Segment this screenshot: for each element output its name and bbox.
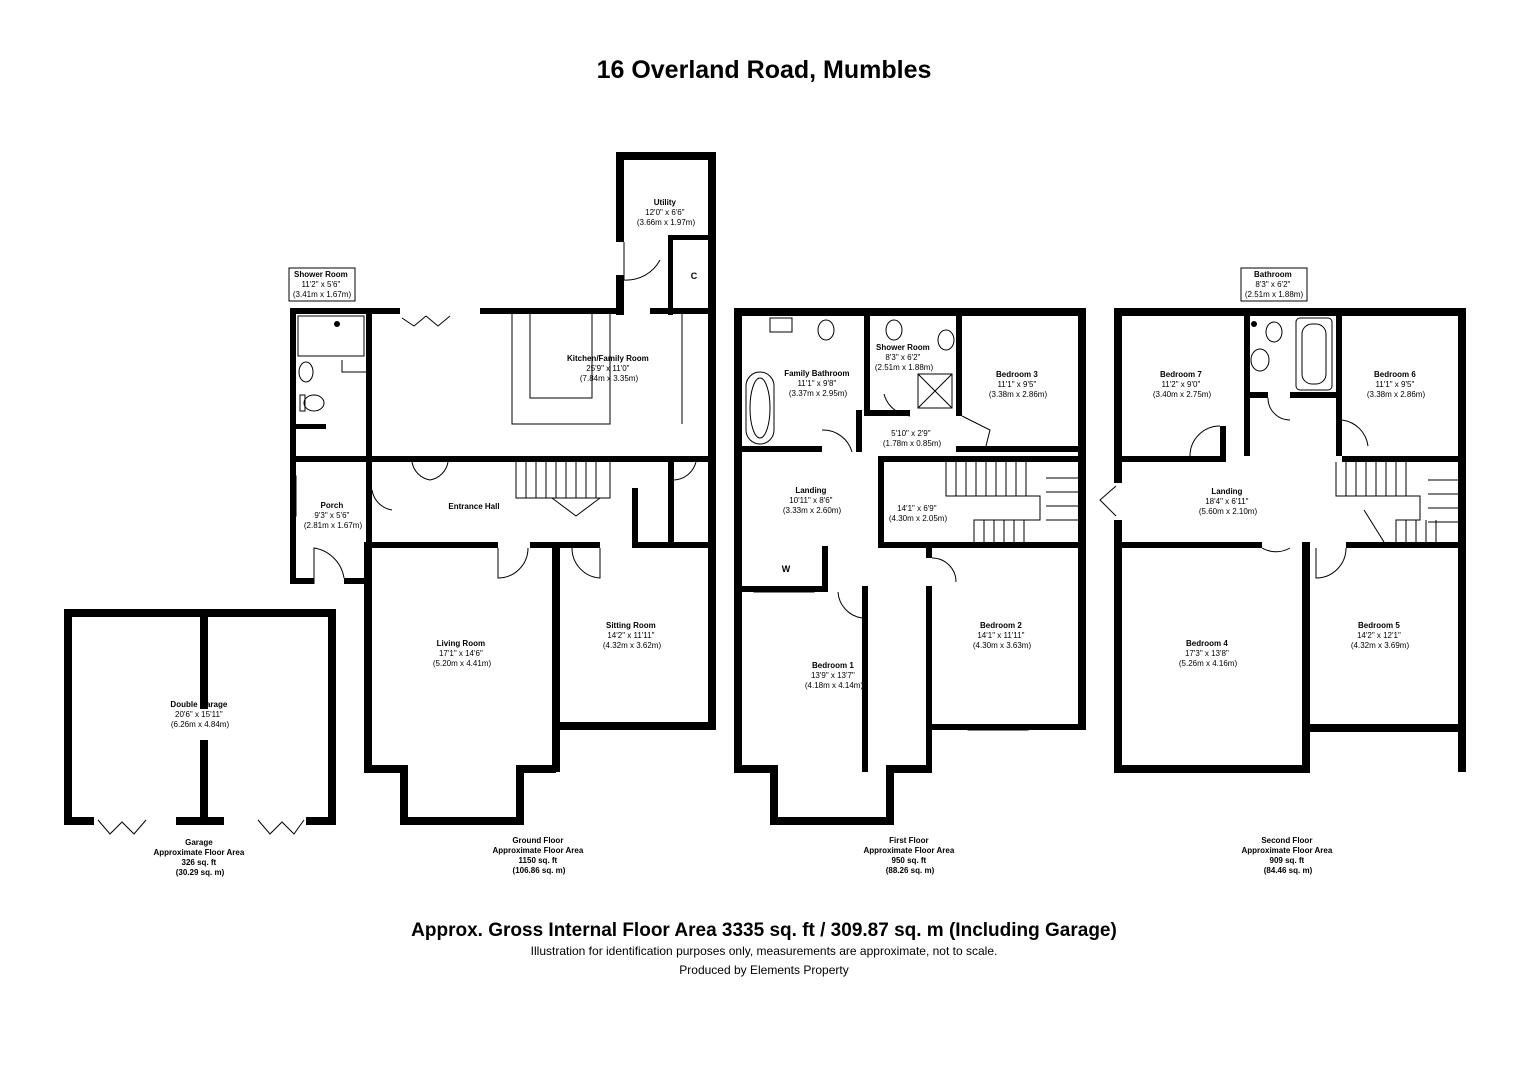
gross-area-text: Approx. Gross Internal Floor Area 3335 s… (411, 920, 1117, 941)
first-floor-walls (734, 308, 1086, 825)
room-label-w-cupboard: W (782, 564, 791, 574)
room-label-entrance-hall: Entrance Hall (448, 502, 499, 511)
room-label-kitchen: Kitchen/Family Room 25'9" x 11'0" (7.84m… (567, 354, 651, 383)
room-label-bedroom-1: Bedroom 1 13'9" x 13'7" (4.18m x 4.14m) (805, 661, 864, 690)
credit-text: Produced by Elements Property (679, 963, 849, 977)
room-label-sitting: Sitting Room 14'2" x 11'11" (4.32m x 3.6… (603, 621, 662, 650)
room-label-bedroom-4: Bedroom 4 17'3" x 13'8" (5.26m x 4.16m) (1179, 639, 1238, 668)
floor-area-labels: Garage Approximate Floor Area 326 sq. ft… (153, 836, 1334, 877)
room-label-ff-shower: Shower Room 8'3" x 6'2" (2.51m x 1.88m) (875, 343, 934, 372)
disclaimer-text: Illustration for identification purposes… (530, 944, 998, 958)
bathroom-label-box (1240, 267, 1308, 302)
room-label-ff-landing: Landing 10'11" x 8'6" (3.33m x 2.60m) (783, 486, 842, 515)
plan-title: 16 Overland Road, Mumbles (596, 56, 932, 84)
ground-floor-walls (290, 152, 716, 825)
floor-area-first: First Floor Approximate Floor Area 950 s… (863, 836, 956, 875)
room-label-living: Living Room 17'1" x 14'6" (5.20m x 4.41m… (433, 639, 492, 668)
floor-area-garage: Garage Approximate Floor Area 326 sq. ft… (153, 838, 246, 877)
floor-area-second: Second Floor Approximate Floor Area 909 … (1241, 836, 1334, 875)
room-label-bedroom-3: Bedroom 3 11'1" x 9'5" (3.38m x 2.86m) (989, 370, 1048, 399)
room-labels: Utility 12'0" x 6'6" (3.66m x 1.97m) C S… (170, 198, 1425, 729)
floor-area-ground: Ground Floor Approximate Floor Area 1150… (492, 836, 585, 875)
room-label-ff-passage: 5'10" x 2'9" (1.78m x 0.85m) (883, 429, 942, 448)
room-label-sf-bathroom: Bathroom 8'3" x 6'2" (2.51m x 1.88m) (1245, 270, 1304, 299)
room-label-cupboard: C (691, 271, 698, 281)
room-label-ff-stair: 14'1" x 6'9" (4.30m x 2.05m) (889, 504, 948, 523)
room-label-bedroom-2: Bedroom 2 14'1" x 11'11" (4.30m x 3.63m) (973, 621, 1032, 650)
room-label-gf-shower: Shower Room 11'2" x 5'6" (3.41m x 1.67m) (293, 270, 352, 299)
second-floor-walls (1099, 308, 1466, 773)
room-label-sf-landing: Landing 18'4" x 6'11" (5.60m x 2.10m) (1199, 487, 1258, 516)
room-label-family-bathroom: Family Bathroom 11'1" x 9'8" (3.37m x 2.… (784, 369, 852, 398)
room-label-bedroom-6: Bedroom 6 11'1" x 9'5" (3.38m x 2.86m) (1367, 370, 1426, 399)
room-label-garage: Double Garage 20'6" x 15'11" (6.26m x 4.… (170, 700, 229, 729)
shower-room-label-box (288, 267, 356, 302)
room-label-utility: Utility 12'0" x 6'6" (3.66m x 1.97m) (637, 198, 696, 227)
garage-walls (64, 609, 336, 835)
room-label-bedroom-5: Bedroom 5 14'2" x 12'1" (4.32m x 3.69m) (1351, 621, 1410, 650)
room-label-porch: Porch 9'3" x 5'6" (2.81m x 1.67m) (304, 501, 363, 530)
room-label-bedroom-7: Bedroom 7 11'2" x 9'0" (3.40m x 2.75m) (1153, 370, 1212, 399)
